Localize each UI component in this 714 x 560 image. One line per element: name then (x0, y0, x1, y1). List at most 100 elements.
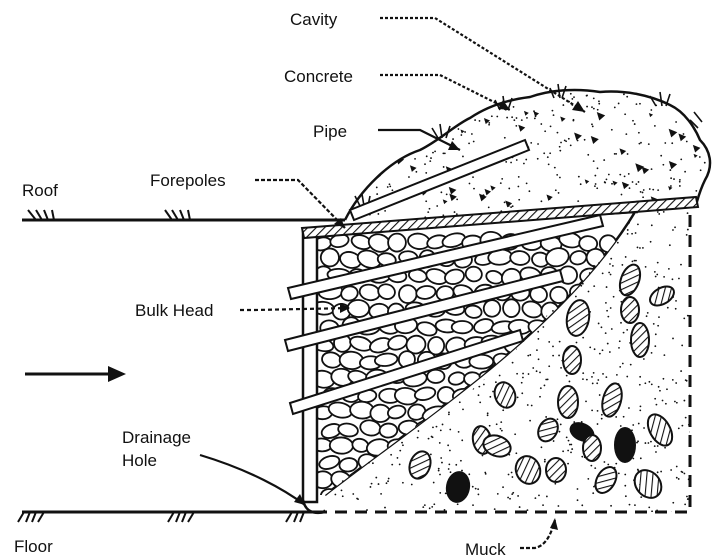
cobble-stone (523, 334, 541, 350)
cobble-stone (595, 368, 615, 385)
cobble-stone (427, 370, 444, 383)
muck-rock (647, 283, 678, 310)
concrete-aggregate (613, 181, 618, 186)
muck-rock (564, 298, 592, 337)
pipe-1 (350, 140, 529, 220)
cobble-stone (636, 233, 656, 253)
concrete-aggregate (364, 165, 372, 173)
cobble-stone (577, 336, 596, 351)
cobble-stone (594, 268, 616, 285)
cobble-stone (359, 487, 378, 505)
cobble-stone (450, 421, 475, 441)
floor-label: Floor (14, 537, 53, 556)
forepoles-label: Forepoles (150, 171, 226, 190)
concrete-leader (380, 75, 510, 110)
cobble-stone (386, 404, 406, 420)
cobble-stone (470, 489, 496, 509)
cobble-stone (398, 284, 417, 304)
concrete-aggregate (585, 179, 590, 184)
cobble-stone (443, 267, 465, 286)
flow-arrow (25, 366, 126, 382)
cobble-stone (337, 422, 359, 438)
cobble-stone (378, 452, 402, 475)
cobble-stone (509, 486, 531, 506)
muck-rock (583, 435, 601, 461)
cobble-stone (444, 438, 464, 456)
cobble-stone (379, 423, 398, 438)
concrete-aggregate (574, 133, 582, 141)
concrete-aggregate (619, 148, 626, 155)
cobble-stone (587, 284, 605, 302)
muck-rock (546, 458, 566, 482)
concrete-aggregate (642, 167, 650, 175)
cobble-stone (464, 265, 483, 283)
cobble-stone (470, 455, 494, 475)
concrete-aggregate (409, 133, 416, 140)
cobble-stone (584, 351, 608, 369)
cobble-stone (386, 333, 409, 352)
drainage-label-line1: Drainage (122, 428, 191, 447)
floor-line (18, 512, 318, 522)
concrete-aggregate (591, 136, 599, 144)
muck-rock (616, 262, 644, 298)
cobble-stone (374, 352, 398, 367)
concrete-aggregate (367, 142, 372, 147)
cobble-stone (388, 233, 406, 251)
concrete-aggregate (669, 129, 678, 138)
concrete-aggregate (597, 112, 605, 120)
cobble-stone (318, 454, 341, 472)
cobble-stone (490, 456, 514, 471)
bulk-head-label: Bulk Head (135, 301, 213, 320)
cobble-stone (463, 404, 481, 422)
cobble-stone (347, 299, 370, 317)
cobble-stone (411, 484, 437, 507)
cobble-stone (415, 285, 436, 301)
concrete-aggregate (669, 161, 677, 169)
concrete-aggregate (396, 116, 404, 124)
cobble-stone (320, 248, 340, 268)
roof-label: Roof (22, 181, 58, 200)
concrete-aggregate (449, 187, 457, 195)
cobble-stone (432, 419, 456, 436)
cobble-stone (464, 304, 482, 319)
cobble-stone (569, 249, 588, 266)
cobble-stone (348, 334, 373, 353)
muck-rock (406, 448, 434, 481)
concrete-aggregate (410, 165, 417, 172)
cobble-stone (492, 487, 516, 506)
cobble-stone (641, 245, 669, 269)
cobble-stone (376, 282, 396, 301)
pipe-label: Pipe (313, 122, 347, 141)
cobble-stone (510, 250, 531, 266)
concrete-aggregate (485, 189, 492, 196)
cobble-stone (595, 333, 621, 355)
concrete-aggregate (490, 185, 495, 190)
cobble-bulkhead (309, 212, 669, 509)
cobble-stone (319, 487, 340, 506)
muck-rock (631, 323, 649, 357)
concrete-aggregate (384, 131, 389, 136)
cobble-stone (503, 299, 520, 317)
cavity-label: Cavity (290, 10, 338, 29)
muck-rock (491, 379, 519, 410)
concrete-aggregate (443, 199, 448, 204)
cobble-stone (479, 470, 506, 491)
cobble-stone (541, 369, 563, 386)
cobble-stone (536, 334, 562, 353)
concrete-aggregate (560, 116, 565, 121)
cobble-stone (452, 321, 473, 333)
muck-leader (520, 520, 555, 548)
concrete-aggregate (649, 113, 653, 117)
cobble-stone (492, 352, 514, 370)
muck-rock (629, 465, 667, 503)
cobble-stone (349, 470, 374, 488)
muck-rock (643, 410, 677, 449)
cobble-stone (588, 320, 609, 334)
cobble-stone (393, 489, 417, 508)
concrete-aggregate (524, 111, 529, 116)
drainage-leader (200, 455, 305, 505)
muck-rock (563, 346, 581, 374)
muck-rock (558, 386, 578, 418)
concrete-aggregate (694, 154, 698, 158)
cobble-stone (549, 285, 569, 304)
